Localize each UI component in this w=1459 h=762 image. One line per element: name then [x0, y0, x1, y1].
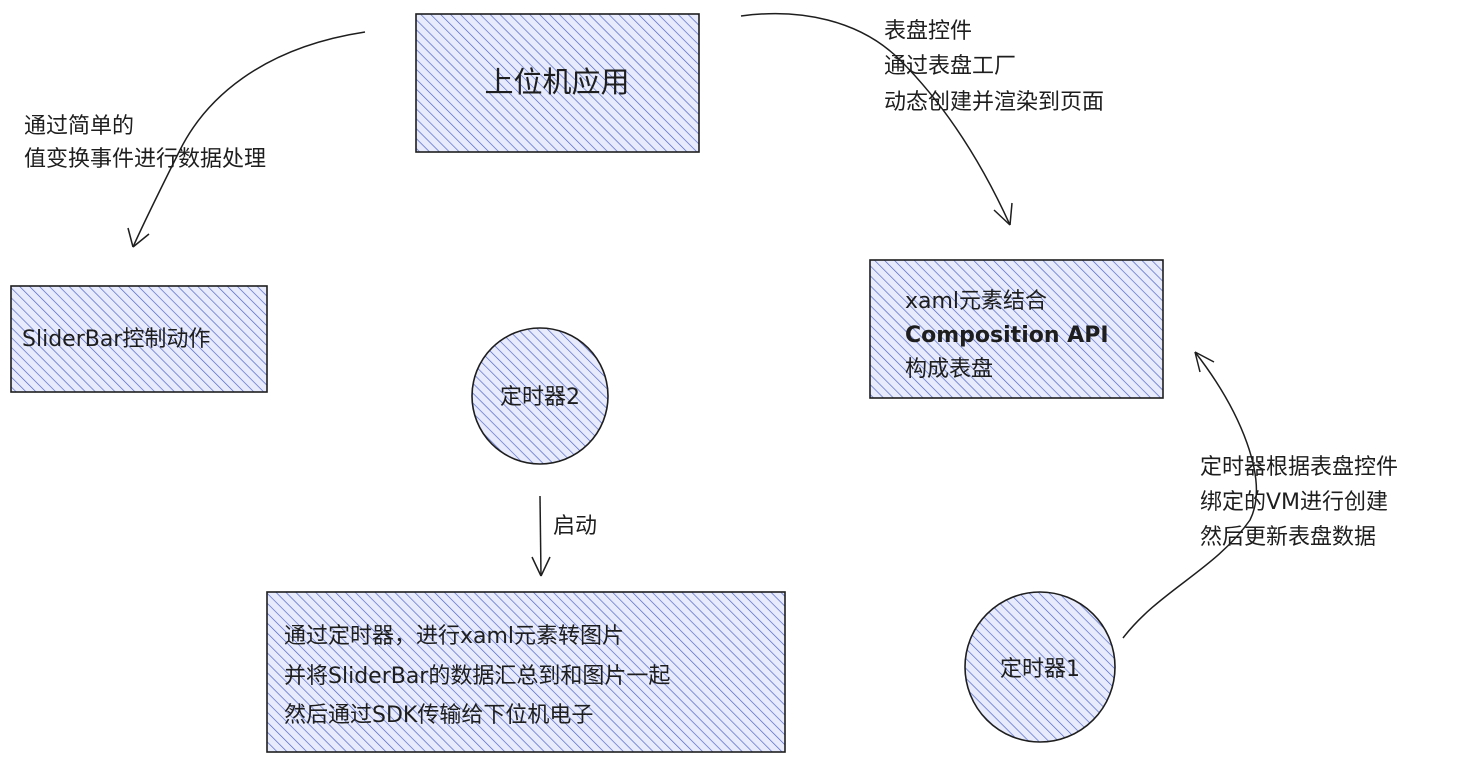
label-right-top: 表盘控件 通过表盘工厂 动态创建并渲染到页面 — [884, 19, 1104, 115]
timer2-label: 定时器2 — [500, 385, 580, 410]
bottom-line-1: 通过定时器，进行xaml元素转图片 — [284, 624, 624, 649]
host-app-node: 上位机应用 — [415, 13, 700, 153]
sliderbar-label: SliderBar控制动作 — [22, 327, 210, 352]
host-app-label: 上位机应用 — [484, 65, 629, 99]
bottom-process-node: 通过定时器，进行xaml元素转图片 并将SliderBar的数据汇总到和图片一起… — [266, 591, 786, 753]
arrow-timer2-to-bottom — [531, 495, 551, 577]
label-right-bottom-line-2: 绑定的VM进行创建 — [1200, 490, 1388, 515]
label-right-top-line-2: 通过表盘工厂 — [884, 54, 1016, 79]
label-right-top-line-1: 表盘控件 — [884, 19, 972, 44]
label-left: 通过简单的 值变换事件进行数据处理 — [24, 114, 266, 172]
xaml-line-1: xaml元素结合 — [905, 289, 1047, 314]
timer1-label: 定时器1 — [1000, 657, 1080, 682]
arrow-host-to-sliderbar — [127, 31, 366, 248]
label-right-top-line-3: 动态创建并渲染到页面 — [884, 90, 1104, 115]
arrow-timer1-to-xaml — [1122, 351, 1258, 639]
timer2-node: 定时器2 — [471, 327, 609, 465]
xaml-line-3: 构成表盘 — [905, 357, 993, 382]
xaml-line-2: Composition API — [905, 323, 1109, 348]
sliderbar-node: SliderBar控制动作 — [10, 285, 268, 393]
label-right-bottom-line-1: 定时器根据表盘控件 — [1200, 455, 1398, 480]
timer1-node: 定时器1 — [964, 591, 1116, 743]
label-left-line-1: 通过简单的 — [24, 114, 134, 139]
label-start: 启动 — [553, 514, 597, 539]
label-right-bottom: 定时器根据表盘控件 绑定的VM进行创建 然后更新表盘数据 — [1200, 455, 1398, 550]
label-right-bottom-line-3: 然后更新表盘数据 — [1200, 525, 1376, 550]
label-left-line-2: 值变换事件进行数据处理 — [24, 147, 266, 172]
bottom-line-3: 然后通过SDK传输给下位机电子 — [284, 703, 593, 728]
bottom-line-2: 并将SliderBar的数据汇总到和图片一起 — [284, 664, 670, 689]
arrow-host-to-xaml — [740, 12, 1013, 226]
xaml-composition-node: xaml元素结合 Composition API 构成表盘 — [869, 259, 1164, 399]
